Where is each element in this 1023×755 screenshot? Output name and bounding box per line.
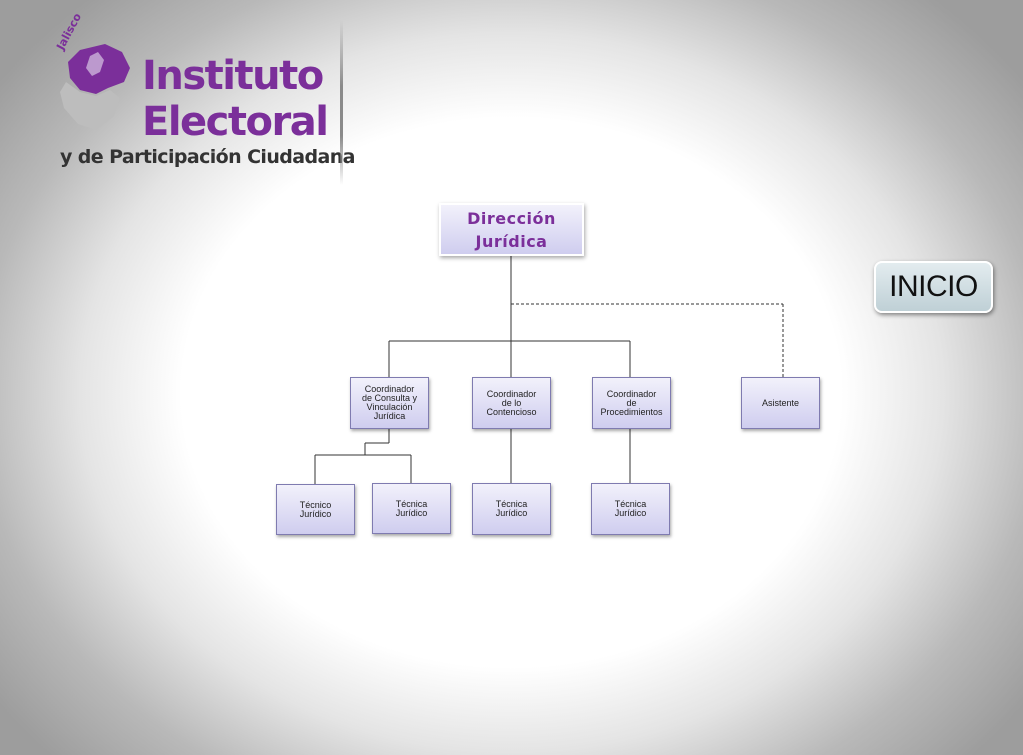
technician-label: Técnica Jurídico — [495, 499, 528, 518]
coordinator-label: Coordinador de Consulta y Vinculación Ju… — [361, 384, 418, 421]
jalisco-map-emblem-icon — [60, 44, 130, 130]
technician-label: Técnica Jurídico — [395, 498, 428, 518]
technician-label: Técnico Jurídico — [299, 499, 332, 519]
logo-title-line2: Electoral — [142, 99, 329, 145]
coordinator-node-consulta: Coordinador de Consulta y Vinculación Ju… — [350, 377, 429, 429]
coordinator-label: Coordinador de Procedimientos — [600, 388, 663, 417]
inicio-button[interactable]: INICIO — [874, 261, 993, 313]
technician-node: Técnica Jurídico — [472, 483, 551, 535]
coordinator-label: Coordinador de lo Contencioso — [486, 388, 537, 417]
logo-subtitle: y de Participación Ciudadana — [60, 146, 355, 168]
technician-node: Técnica Jurídico — [372, 483, 451, 534]
institute-logo: Jalisco Instituto Electoral y de Partici… — [50, 11, 355, 183]
logo-title-line1: Instituto — [142, 53, 324, 99]
coordinator-node-contencioso: Coordinador de lo Contencioso — [472, 377, 551, 429]
assistant-node: Asistente — [741, 377, 820, 429]
direccion-juridica-label: Dirección Jurídica — [467, 208, 556, 251]
technician-label: Técnica Jurídico — [614, 499, 647, 518]
coordinator-node-procedimientos: Coordinador de Procedimientos — [592, 377, 671, 429]
logo-divider — [340, 20, 343, 185]
technician-node: Técnica Jurídico — [591, 483, 670, 535]
direccion-juridica-node: Dirección Jurídica — [439, 203, 584, 256]
technician-node: Técnico Jurídico — [276, 484, 355, 535]
assistant-label: Asistente — [761, 397, 800, 408]
